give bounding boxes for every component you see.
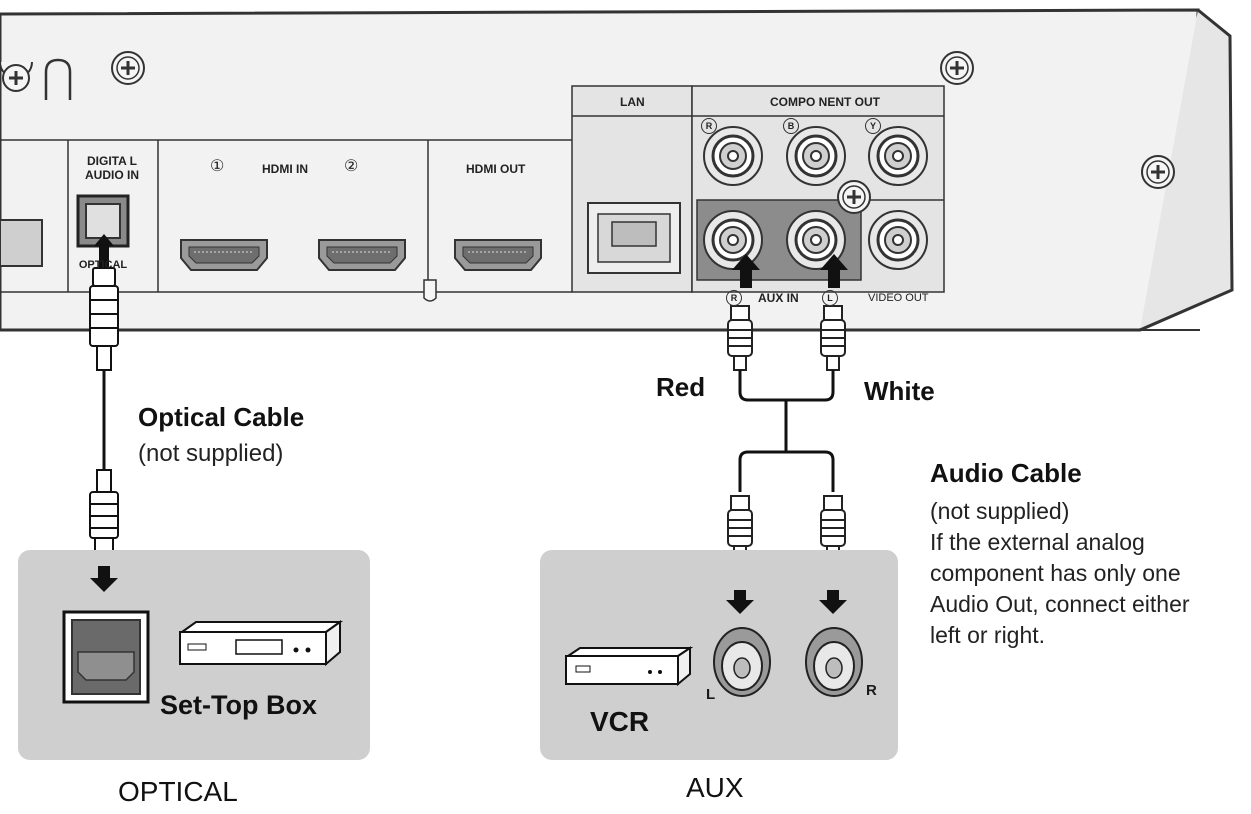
hdmi-in-1-port xyxy=(180,239,268,271)
vcr-icon xyxy=(564,646,694,687)
component-pb-jack xyxy=(785,125,847,187)
white-wire-label: White xyxy=(864,376,935,406)
audio-not-supplied-label: (not supplied) xyxy=(930,498,1070,524)
aux-in-r-label: R xyxy=(726,290,742,306)
partial-screw-icon xyxy=(0,58,72,100)
hdmi-in-label: HDMI IN xyxy=(262,162,308,176)
usb-icon xyxy=(423,279,437,302)
arrow-up-icon xyxy=(820,254,848,288)
audio-cable-label: Audio Cable xyxy=(930,458,1082,488)
component-y-jack xyxy=(867,125,929,187)
video-out-jack xyxy=(867,209,929,271)
component-pr-label: R xyxy=(701,118,717,134)
lan-label: LAN xyxy=(620,95,645,109)
hdmi-in-2-port xyxy=(318,239,406,271)
set-top-box-icon xyxy=(178,620,344,667)
lan-port xyxy=(587,202,681,274)
digital-audio-in-label: DIGITA L AUDIO IN xyxy=(85,154,139,182)
video-out-label: VIDEO OUT xyxy=(868,292,929,304)
optical-not-supplied-label: (not supplied) xyxy=(138,440,284,467)
audio-out-l-jack xyxy=(713,627,771,697)
aux-in-r-jack xyxy=(702,209,764,271)
aux-in-l-label: L xyxy=(822,290,838,306)
note-line-3: Audio Out, connect either xyxy=(930,591,1190,617)
partial-port xyxy=(0,219,43,267)
set-top-box-label: Set-Top Box xyxy=(160,690,317,720)
audio-cable xyxy=(727,305,846,561)
note-line-2: component has only one xyxy=(930,560,1181,586)
screw-icon xyxy=(836,179,872,215)
receiver-back-panel xyxy=(0,8,1234,332)
screw-icon xyxy=(1140,154,1176,190)
jack-l-label: L xyxy=(706,686,716,703)
optical-cable-label: Optical Cable xyxy=(138,402,305,432)
aux-in-label: AUX IN xyxy=(758,291,799,305)
optical-cable xyxy=(89,234,119,560)
jack-r-label: R xyxy=(866,682,877,699)
component-y-label: Y xyxy=(865,118,881,134)
red-wire-label: Red xyxy=(656,372,706,402)
note-line-4: left or right. xyxy=(930,622,1046,648)
component-out-label: COMPO NENT OUT xyxy=(770,95,880,109)
arrow-down-icon xyxy=(819,590,847,614)
component-pr-jack xyxy=(702,125,764,187)
component-pb-label: B xyxy=(783,118,799,134)
hdmi-in-1-label: ① xyxy=(210,158,225,175)
optical-out-port xyxy=(62,610,150,704)
audio-out-r-jack xyxy=(805,627,863,697)
hdmi-out-port xyxy=(454,239,542,271)
vcr-label: VCR xyxy=(590,706,650,737)
screw-icon xyxy=(939,50,975,86)
optical-port-label: OPTICAL xyxy=(78,259,128,271)
arrow-down-icon xyxy=(90,566,118,592)
arrow-up-icon xyxy=(732,254,760,288)
arrow-down-icon xyxy=(726,590,754,614)
optical-section-label: OPTICAL xyxy=(118,776,238,807)
hdmi-out-label: HDMI OUT xyxy=(466,162,526,176)
hdmi-in-2-label: ② xyxy=(344,158,359,175)
aux-section-label: AUX xyxy=(686,772,744,803)
screw-icon xyxy=(110,50,146,86)
note-line-1: If the external analog xyxy=(930,529,1145,555)
